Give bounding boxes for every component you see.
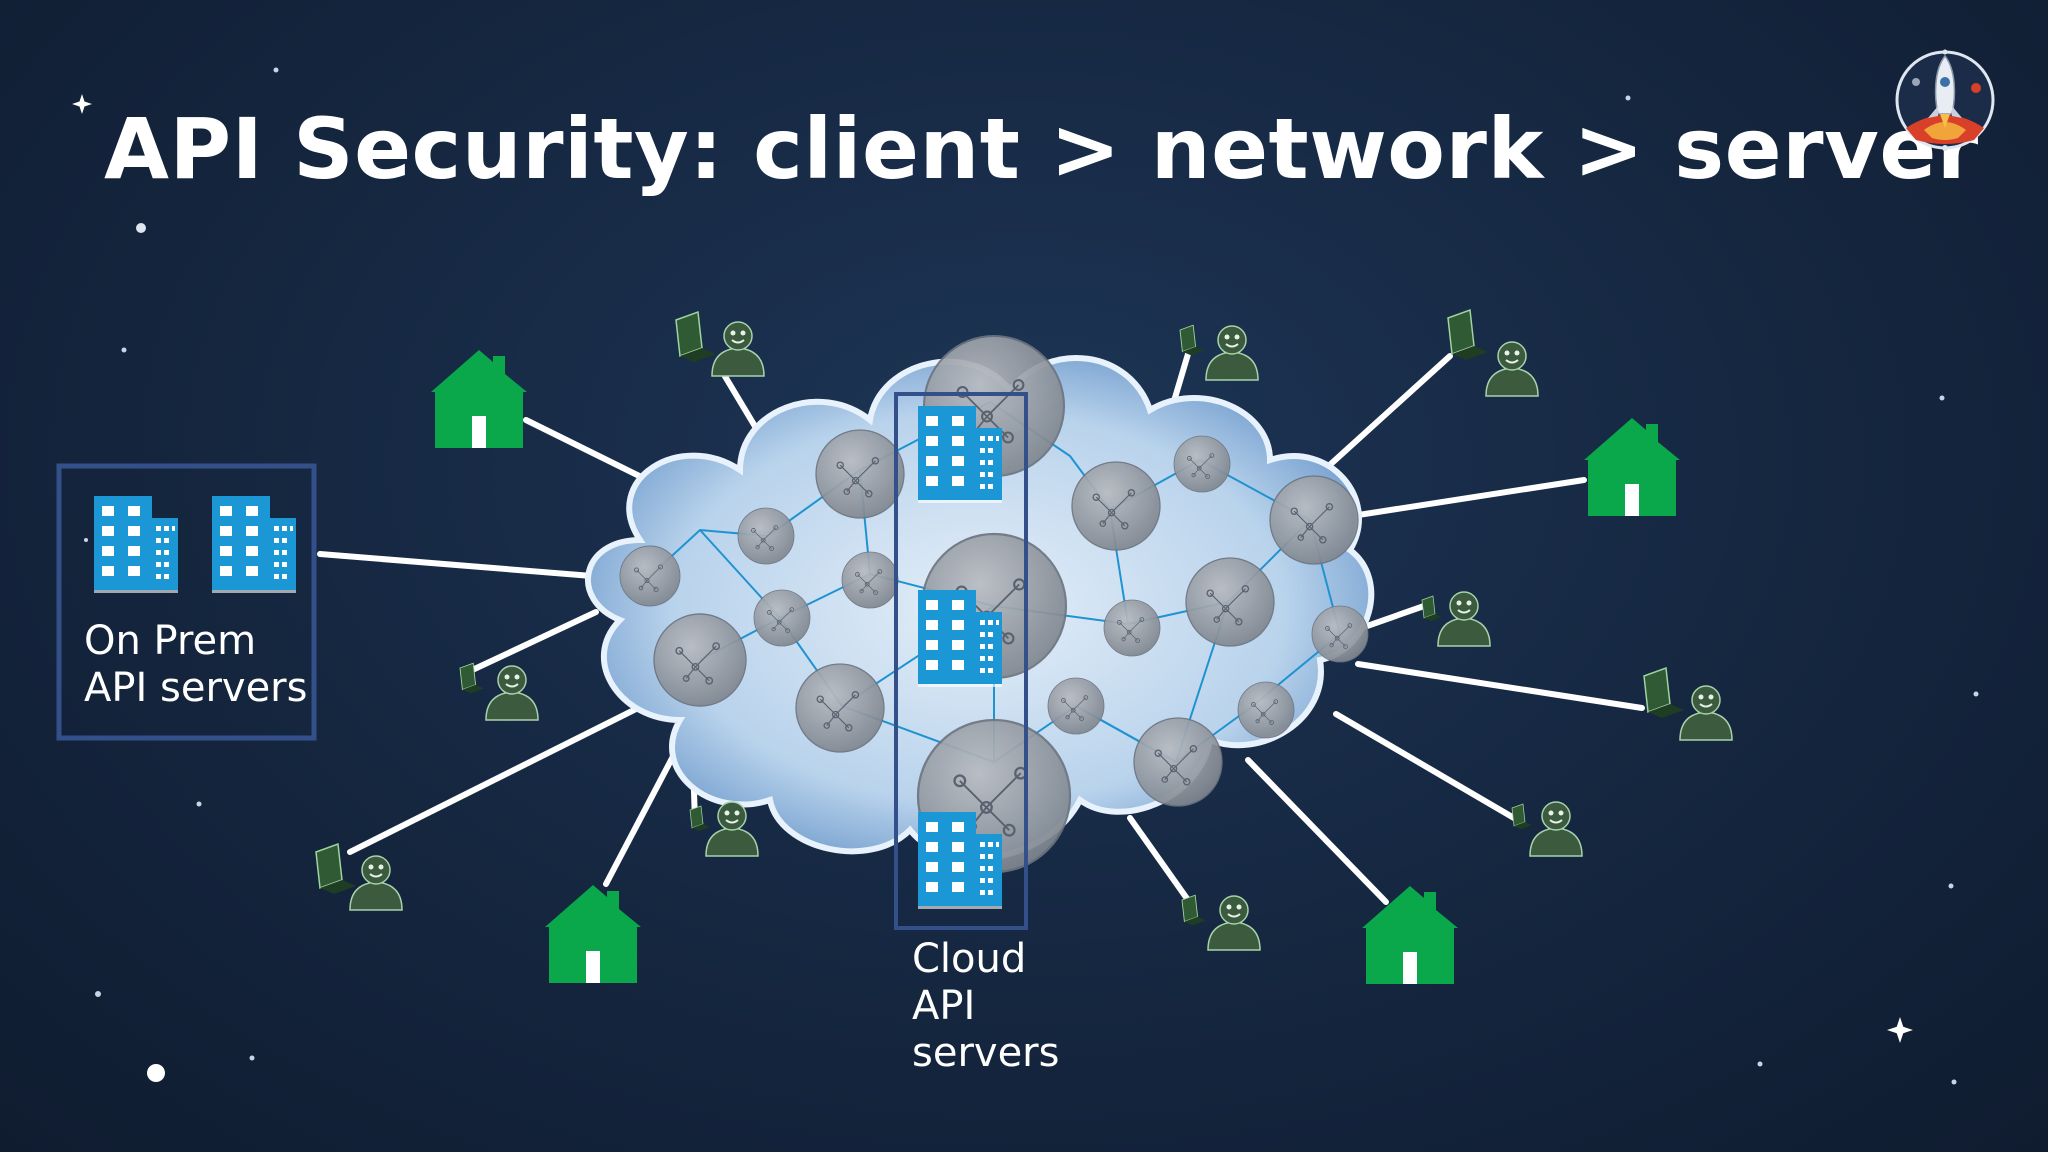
network-node-icon [1071,461,1161,551]
network-links [317,351,1645,905]
house-icon [1362,886,1458,984]
network-node-icon [815,429,905,519]
person-with-laptop-icon [689,801,759,857]
person-with-laptop-icon [459,662,539,721]
network-node-icon [1311,605,1369,663]
network-node-icon [1103,599,1161,657]
cloud-network [585,334,1375,874]
rocket-logo-icon [1895,49,1995,151]
on-prem-caption: On Prem API servers [84,618,307,711]
cloud-caption: Cloud API servers [912,936,1059,1076]
network-node-icon [753,589,811,647]
background-stars [72,67,1979,1085]
cloud-servers-frame [894,392,1028,930]
network-node-icon [1185,557,1275,647]
house-icon [545,885,641,983]
network-node-icon [841,551,899,609]
person-with-laptop-icon [1447,309,1539,397]
person-with-laptop-icon [1181,894,1261,951]
house-icon [431,350,527,448]
network-node-icon [1237,681,1295,739]
house-icon [1584,418,1680,516]
on-prem-frame [56,463,317,741]
person-with-laptop-icon [1421,591,1491,647]
cloud-api-servers: Cloud API servers [894,392,1059,1076]
network-node-icon [653,613,747,707]
building-icon [212,496,296,593]
person-with-laptop-icon [1511,801,1583,857]
building-icon [94,496,178,593]
on-prem-api-servers: On Prem API servers [56,463,317,741]
network-node-icon [737,507,795,565]
network-node-icon [795,663,885,753]
network-node-icon [1133,717,1223,807]
star-icon [72,94,92,114]
star-icon [1886,1016,1913,1043]
person-with-laptop-icon [1643,667,1733,741]
person-with-laptop-icon [1179,324,1259,381]
network-node-icon [619,545,681,607]
person-with-laptop-icon [315,843,403,911]
network-node-icon [1173,435,1231,493]
slide-title: API Security: client > network > server [104,100,1979,198]
network-node-icon [1047,677,1105,735]
network-node-icon [1269,475,1359,565]
person-with-laptop-icon [675,311,765,377]
